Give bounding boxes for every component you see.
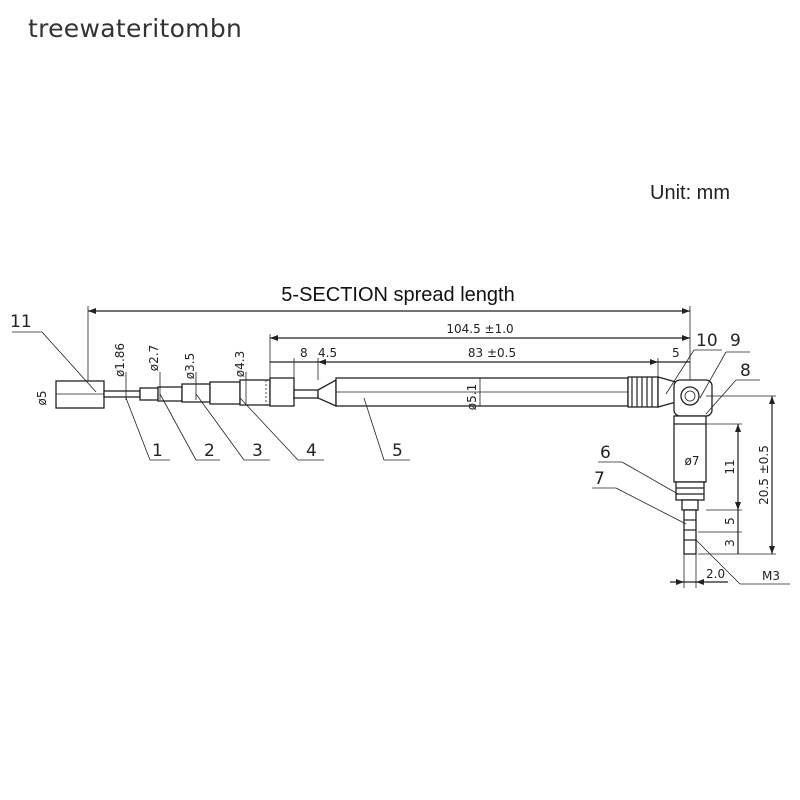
swivel-base: ø7	[673, 379, 713, 555]
callout-3: 3	[252, 441, 263, 461]
callout-5: 5	[392, 441, 403, 461]
dim-d5-1-label: ø5.1	[465, 384, 479, 410]
dim-4-5-label: 4.5	[318, 346, 337, 360]
callout-1: 1	[152, 441, 163, 461]
dim-d5-label: ø5	[35, 391, 49, 406]
callout-leaders	[12, 331, 760, 525]
dim-8-label: 8	[300, 346, 308, 360]
callout-7: 7	[594, 469, 605, 489]
callout-6: 6	[600, 443, 611, 463]
telescopic-sections	[103, 376, 677, 408]
dim-d2-7-label: ø2.7	[147, 345, 161, 371]
callout-8: 8	[740, 361, 751, 381]
tip-cap: ø5	[35, 380, 105, 409]
callout-2: 2	[204, 441, 215, 461]
dim-104-5-label: 104.5 ±1.0	[446, 322, 513, 336]
dim-20-5-label: 20.5 ±0.5	[757, 445, 771, 505]
unit-label: Unit: mm	[650, 182, 730, 204]
dim-3-label: 3	[723, 539, 737, 547]
vertical-dimensions: 11 20.5 ±0.5 5 3	[698, 395, 776, 555]
callout-10: 10	[696, 331, 718, 351]
dim-d1-86-label: ø1.86	[113, 343, 127, 377]
thread-m3-label: M3	[762, 569, 780, 583]
callout-9: 9	[730, 331, 741, 351]
bottom-dimensions: 2.0 M3	[670, 539, 790, 588]
callout-11: 11	[10, 312, 32, 332]
dim-11-label: 11	[723, 459, 737, 474]
callout-4: 4	[306, 441, 317, 461]
dim-5-side-label: 5	[723, 517, 737, 525]
dimension-104-5: 104.5 ±1.0	[269, 322, 690, 385]
dimension-row-section5: 8 4.5 83 ±0.5 5	[270, 346, 690, 380]
dim-d4-3-label: ø4.3	[233, 351, 247, 377]
dim-5-top-label: 5	[672, 346, 680, 360]
callout-numbers: 11 1 2 3 4 5 6 7 8 9 10	[10, 312, 751, 489]
dim-83-label: 83 ±0.5	[468, 346, 516, 360]
spread-length-title: 5-SECTION spread length	[281, 284, 514, 306]
dim-d7-label: ø7	[685, 454, 700, 468]
diameter-labels: ø1.86 ø2.7 ø3.5 ø4.3 ø5.1	[113, 343, 479, 410]
dim-2-0-label: 2.0	[706, 567, 725, 581]
dim-d3-5-label: ø3.5	[183, 353, 197, 379]
watermark-text: treewateritombn	[28, 14, 243, 43]
